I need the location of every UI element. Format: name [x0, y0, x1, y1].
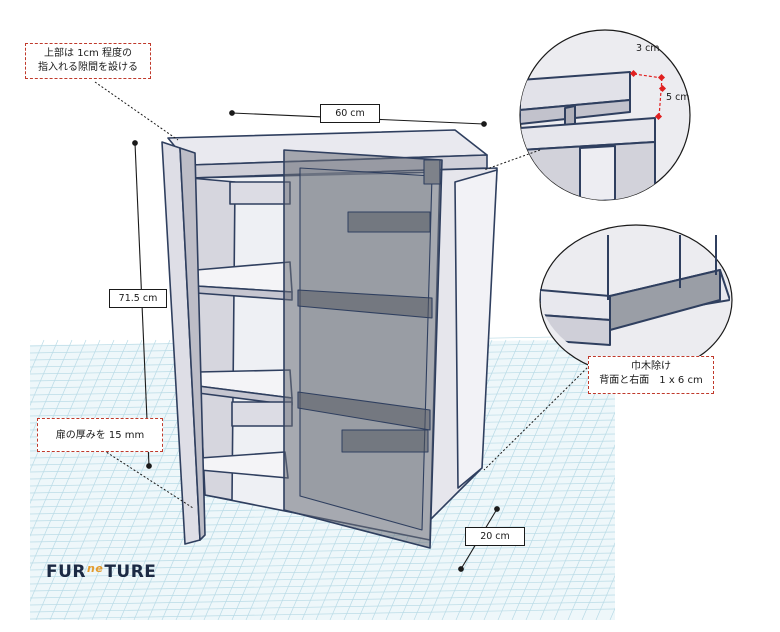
grid-line [30, 339, 59, 620]
grid-line [30, 517, 615, 529]
note-baseboard-line1: 巾木除け [631, 361, 671, 372]
grid-line [30, 339, 143, 620]
grid-line [413, 339, 535, 620]
grid-line [30, 608, 615, 620]
dimension-width: 60 cm [320, 104, 380, 123]
grid-line [30, 524, 615, 536]
grid-line [525, 339, 615, 620]
grid-line [469, 339, 591, 620]
grid-line [441, 339, 563, 620]
grid-line [736, 340, 780, 620]
grid-line [30, 339, 87, 620]
logo-part1: FUR [46, 562, 87, 582]
note-top-gap-line1: 上部は 1cm 程度の [44, 48, 132, 59]
grid-line [30, 573, 615, 585]
furniture-logo: FURneTURE [46, 562, 156, 582]
detail-top-gap [519, 29, 691, 201]
grid-line [722, 340, 780, 620]
logo-part2: ne [87, 562, 104, 575]
leader-lines [94, 81, 591, 509]
detail-baseboard [539, 224, 733, 376]
grid-line [30, 339, 115, 620]
grid-line [567, 339, 615, 620]
grid-line [30, 552, 615, 564]
logo-part3: TURE [104, 562, 157, 582]
grid-line [553, 339, 615, 620]
cabinet [161, 129, 498, 549]
dimension-depth: 20 cm [465, 527, 525, 546]
detail-height-label: 5 cm [666, 92, 690, 103]
detail-width-label: 3 cm [636, 43, 660, 54]
grid-line [30, 545, 615, 557]
grid-line [30, 580, 615, 592]
grid-line [581, 339, 615, 620]
grid-line [708, 340, 780, 620]
grid-line [30, 339, 129, 620]
grid-line [455, 339, 577, 620]
note-top-gap: 上部は 1cm 程度の 指入れる隙間を設ける [25, 43, 151, 79]
grid-line [30, 601, 615, 613]
grid-line [63, 339, 185, 620]
note-top-gap-line2: 指入れる隙間を設ける [38, 62, 138, 73]
grid-line [30, 587, 615, 599]
note-baseboard-line2: 背面と右面 1 x 6 cm [599, 375, 703, 386]
grid-line [30, 339, 31, 620]
grid-line [30, 559, 615, 571]
grid-line [427, 339, 549, 620]
grid-line [30, 339, 101, 620]
grid-line [539, 339, 615, 620]
note-door-thickness: 扉の厚みを 15 mm [37, 418, 163, 452]
grid-line [30, 339, 73, 620]
note-baseboard: 巾木除け 背面と右面 1 x 6 cm [588, 356, 714, 394]
grid-line [483, 339, 605, 620]
dimension-height: 71.5 cm [109, 289, 167, 308]
